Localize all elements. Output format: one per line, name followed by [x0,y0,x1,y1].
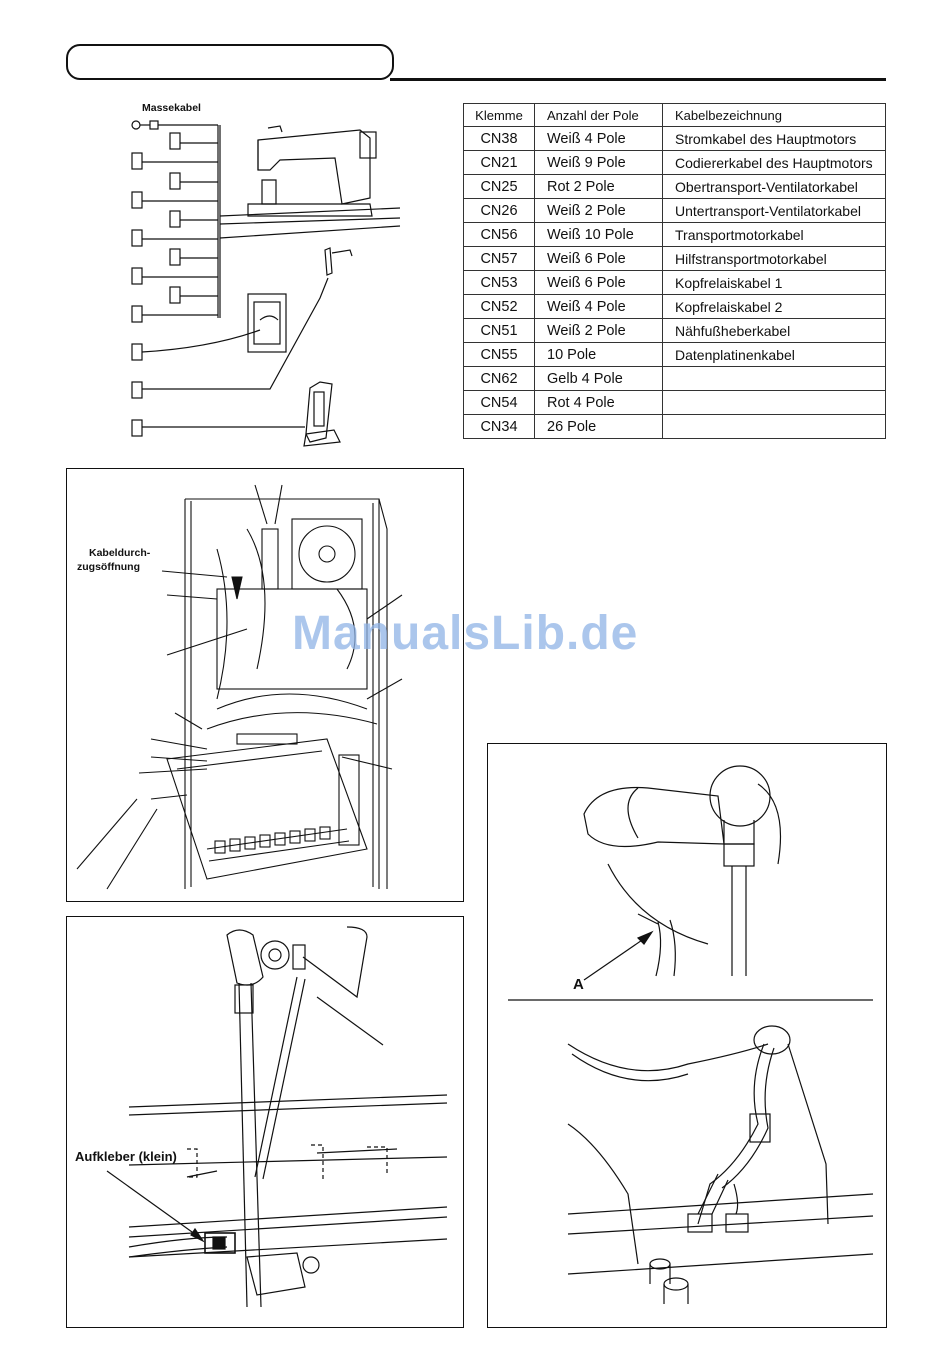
terminal-cell: CN38 [463,126,535,151]
sticker-detail-drawing [106,926,448,1308]
cable-cell: Obertransport-Ventilatorkabel [662,174,886,199]
table-header-row: Klemme Anzahl der Pole Kabelbezeichnung [463,103,886,127]
cable-cell: Datenplatinenkabel [662,342,886,367]
poles-cell: Weiß 4 Pole [534,126,663,151]
cable-cell [662,414,886,439]
cable-cell: Kopfrelaiskabel 1 [662,270,886,295]
terminal-cell: CN25 [463,174,535,199]
terminal-cell: CN52 [463,294,535,319]
header-rule [390,78,886,81]
terminal-cell: CN21 [463,150,535,175]
cable-cell: Transportmotorkabel [662,222,886,247]
poles-cell: Weiß 10 Pole [534,222,663,247]
poles-cell: Rot 4 Pole [534,390,663,415]
cable-routing-figure: A [487,743,887,1328]
terminal-cell: CN51 [463,318,535,343]
column-header-poles: Anzahl der Pole [534,103,663,127]
control-box-drawing [76,484,403,890]
poles-cell: 26 Pole [534,414,663,439]
watermark: ManualsLib.de [292,607,639,660]
cable-cell: Hilfstransportmotorkabel [662,246,886,271]
cable-cell [662,366,886,391]
sticker-label: Aufkleber (klein) [75,1149,177,1164]
cable-opening-label-line1: Kabeldurch- [89,547,151,559]
terminal-cell: CN54 [463,390,535,415]
section-header-box [66,44,394,80]
cable-cell: Kopfrelaiskabel 2 [662,294,886,319]
poles-cell: Weiß 4 Pole [534,294,663,319]
poles-cell: Weiß 2 Pole [534,318,663,343]
terminal-cell: CN57 [463,246,535,271]
cable-cell: Stromkabel des Hauptmotors [662,126,886,151]
connector-table: Klemme Anzahl der Pole Kabelbezeichnung … [463,103,886,439]
cable-opening-label-line2: zugsöffnung [77,561,140,573]
poles-cell: 10 Pole [534,342,663,367]
poles-cell: Weiß 9 Pole [534,150,663,175]
terminal-cell: CN26 [463,198,535,223]
poles-cell: Rot 2 Pole [534,174,663,199]
marker-label-a: A [573,976,584,993]
cable-overview-figure: Massekabel [120,98,420,448]
cable-routing-drawing [508,765,874,1304]
terminal-cell: CN56 [463,222,535,247]
poles-cell: Weiß 6 Pole [534,270,663,295]
sticker-detail-figure: Aufkleber (klein) [66,916,464,1328]
cable-cell: Untertransport-Ventilatorkabel [662,198,886,223]
terminal-cell: CN62 [463,366,535,391]
terminal-cell: CN55 [463,342,535,367]
poles-cell: Weiß 6 Pole [534,246,663,271]
cable-overview-drawing [131,120,401,447]
poles-cell: Weiß 2 Pole [534,198,663,223]
ground-cable-label: Massekabel [142,102,201,114]
cable-cell [662,390,886,415]
terminal-cell: CN34 [463,414,535,439]
control-box-figure: Kabeldurch- zugsöffnung [66,468,464,902]
terminal-cell: CN53 [463,270,535,295]
cable-cell: Codiererkabel des Hauptmotors [662,150,886,175]
column-header-cable: Kabelbezeichnung [662,103,886,127]
column-header-terminal: Klemme [463,103,535,127]
cable-cell: Nähfußheberkabel [662,318,886,343]
poles-cell: Gelb 4 Pole [534,366,663,391]
